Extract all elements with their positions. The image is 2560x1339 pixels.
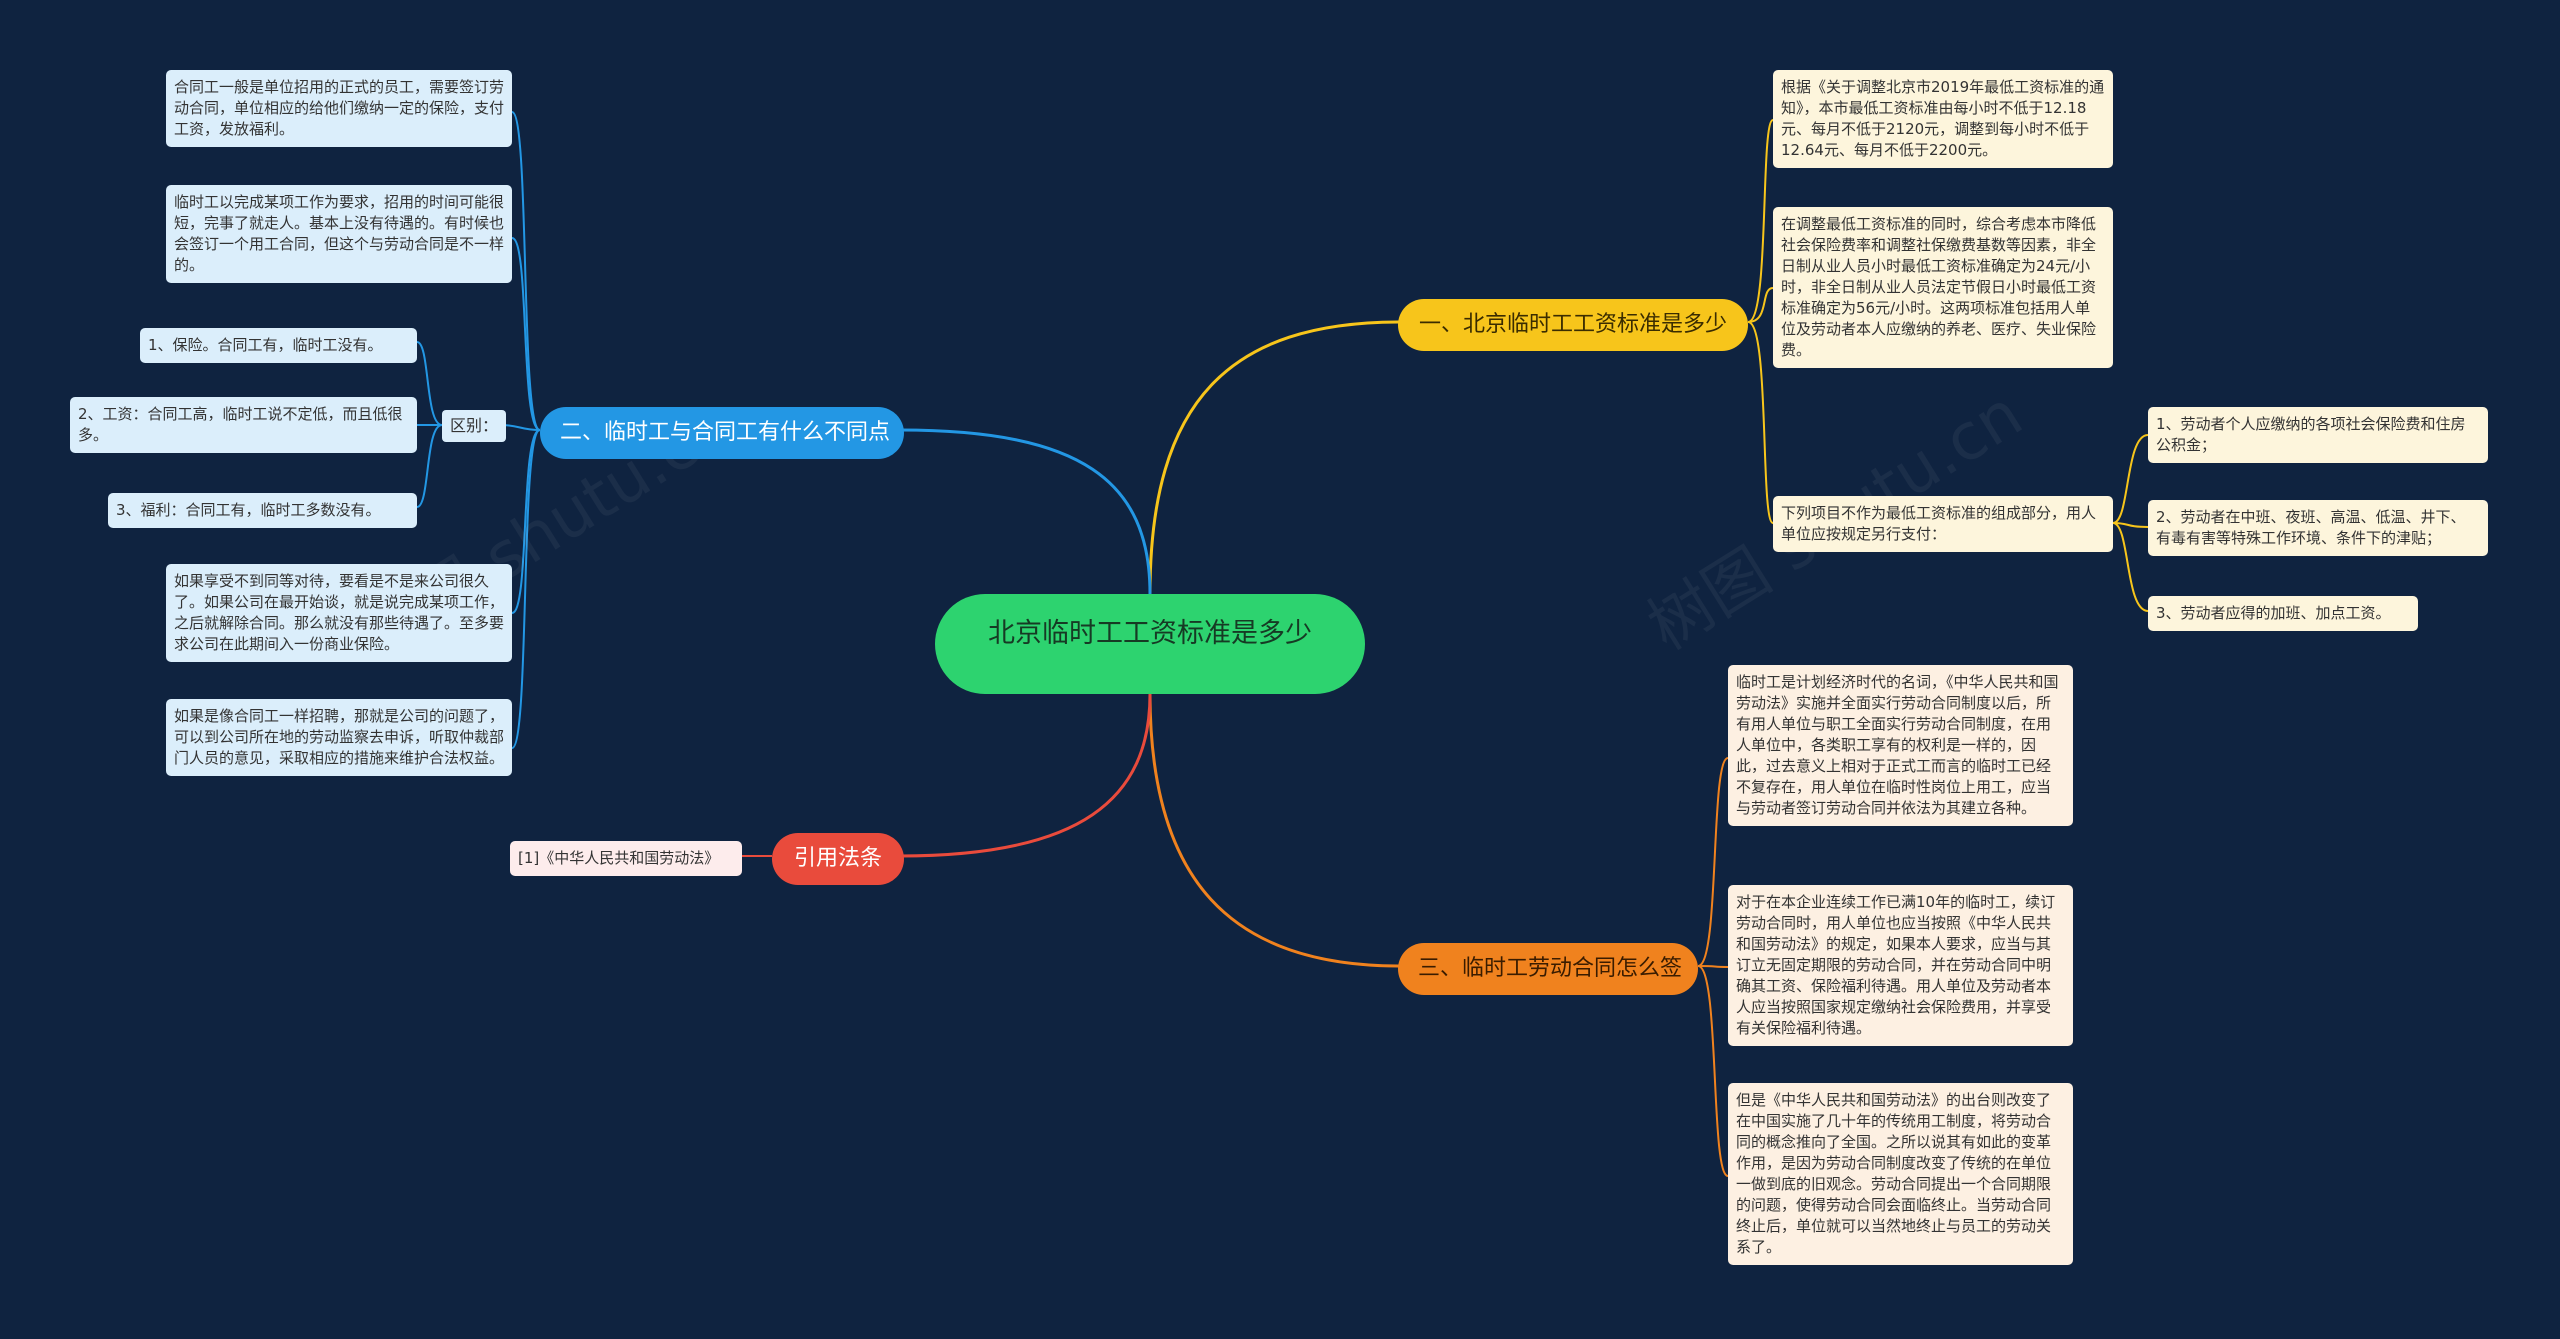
link-center-branch1 — [1148, 320, 1401, 595]
leaf-difference-label[interactable]: 区别： — [442, 410, 506, 442]
sub-item-wage[interactable]: 2、工资：合同工高，临时工说不定低，而且低很多。 — [70, 397, 417, 453]
leaf-contract-1[interactable]: 临时工是计划经济时代的名词，《中华人民共和国劳动法》实施并全面实行劳动合同制度以… — [1728, 665, 2073, 826]
link-center-branch2 — [899, 428, 1152, 595]
branch-differences[interactable]: 二、临时工与合同工有什么不同点 — [540, 407, 904, 459]
sub-item-overtime[interactable]: 3、劳动者应得的加班、加点工资。 — [2148, 596, 2418, 631]
sub-item-social-insurance[interactable]: 1、劳动者个人应缴纳的各项社会保险费和住房公积金； — [2148, 407, 2488, 463]
link-center-branch3 — [1148, 693, 1401, 968]
sub-item-allowance[interactable]: 2、劳动者在中班、夜班、高温、低温、井下、有毒有害等特殊工作环境、条件下的津贴； — [2148, 500, 2488, 556]
leaf-wage-standard-2[interactable]: 在调整最低工资标准的同时，综合考虑本市降低社会保险费率和调整社保缴费基数等因素，… — [1773, 207, 2113, 368]
branch-contract-signing[interactable]: 三、临时工劳动合同怎么签 — [1398, 943, 1698, 995]
leaf-wage-standard-3[interactable]: 下列项目不作为最低工资标准的组成部分，用人单位应按规定另行支付： — [1773, 496, 2113, 552]
branch-wage-standard[interactable]: 一、北京临时工工资标准是多少 — [1398, 299, 1748, 351]
link-center-branch4 — [899, 693, 1152, 858]
leaf-contract-3[interactable]: 但是《中华人民共和国劳动法》的出台则改变了在中国实施了几十年的传统用工制度，将劳… — [1728, 1083, 2073, 1265]
leaf-company-issue[interactable]: 如果是像合同工一样招聘，那就是公司的问题了，可以到公司所在地的劳动监察去申诉，听… — [166, 699, 512, 776]
center-topic[interactable]: 北京临时工工资标准是多少 — [935, 594, 1365, 694]
leaf-contract-worker[interactable]: 合同工一般是单位招用的正式的员工，需要签订劳动合同，单位相应的给他们缴纳一定的保… — [166, 70, 512, 147]
branch-legal-citation[interactable]: 引用法条 — [772, 833, 904, 885]
leaf-wage-standard-1[interactable]: 根据《关于调整北京市2019年最低工资标准的通知》，本市最低工资标准由每小时不低… — [1773, 70, 2113, 168]
sub-item-insurance[interactable]: 1、保险。合同工有，临时工没有。 — [140, 328, 417, 363]
leaf-temporary-worker[interactable]: 临时工以完成某项工作为要求，招用的时间可能很短，完事了就走人。基本上没有待遇的。… — [166, 185, 512, 283]
leaf-labor-law-citation[interactable]: [1]《中华人民共和国劳动法》 — [510, 841, 742, 876]
leaf-equal-treatment[interactable]: 如果享受不到同等对待，要看是不是来公司很久了。如果公司在最开始谈，就是说完成某项… — [166, 564, 512, 662]
sub-item-welfare[interactable]: 3、福利：合同工有，临时工多数没有。 — [108, 493, 417, 528]
leaf-contract-2[interactable]: 对于在本企业连续工作已满10年的临时工，续订劳动合同时，用人单位也应当按照《中华… — [1728, 885, 2073, 1046]
